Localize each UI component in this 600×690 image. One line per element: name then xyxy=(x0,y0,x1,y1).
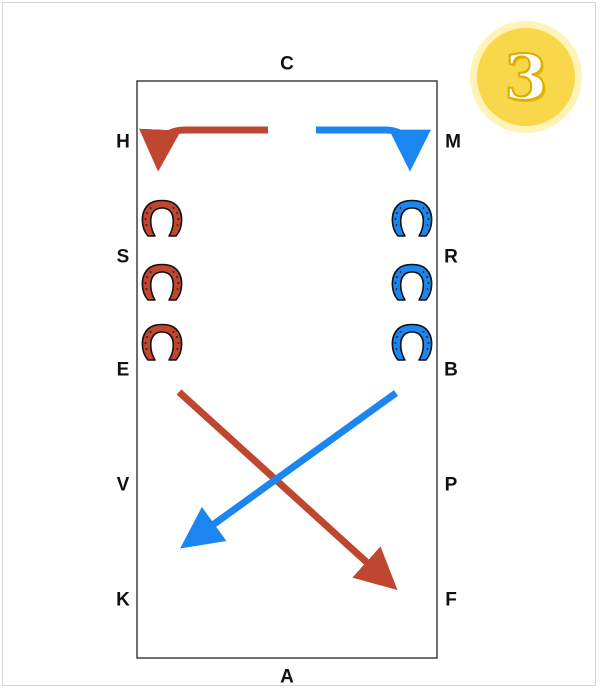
badge-circle xyxy=(477,28,575,126)
arena-letter-right: M xyxy=(445,131,461,153)
arena-outline xyxy=(136,80,438,659)
blue-turn-arrow xyxy=(316,126,431,172)
red-turn-arrow xyxy=(139,126,268,172)
arena-letter-left: K xyxy=(116,589,130,611)
blue-diagonal-arrow xyxy=(180,390,399,549)
horseshoe-icon xyxy=(141,323,183,361)
arena-letter-right: R xyxy=(444,246,458,268)
arena-letter-right: B xyxy=(444,359,458,381)
horseshoe-icon xyxy=(391,323,433,361)
horseshoe-icon xyxy=(141,263,183,301)
arena-letter-bottom: A xyxy=(280,666,294,688)
badge-number: 3 xyxy=(503,41,548,114)
horseshoe-icon xyxy=(141,199,183,237)
arena-letter-top: C xyxy=(280,53,294,75)
arena-letter-left: S xyxy=(116,246,130,268)
horseshoe-icon xyxy=(391,263,433,301)
arena-letter-left: H xyxy=(116,131,130,153)
arena-letter-right: F xyxy=(445,589,457,611)
red-diagonal-arrow xyxy=(176,389,398,591)
arena-letter-right: P xyxy=(444,474,458,496)
arena-letter-left: V xyxy=(116,474,130,496)
arena-letter-left: E xyxy=(116,359,130,381)
horseshoe-icon xyxy=(391,199,433,237)
